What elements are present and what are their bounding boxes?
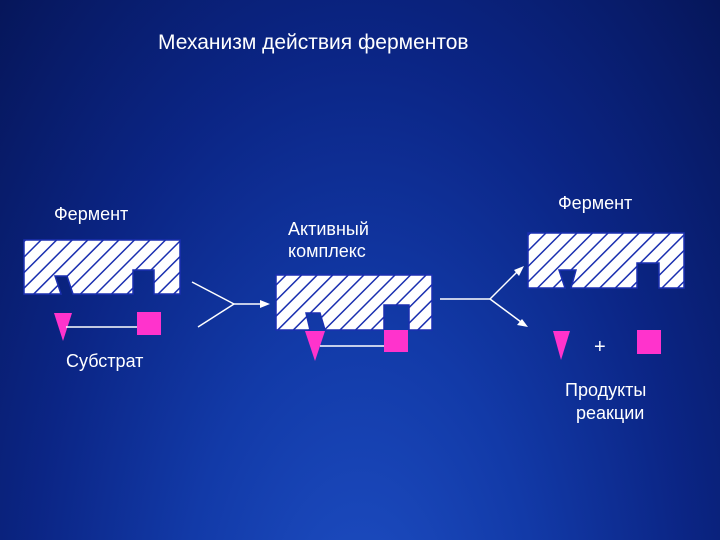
reaction-products [553, 330, 661, 360]
arrow-convergence [191, 281, 270, 328]
product-triangle [553, 331, 570, 360]
enzyme-right [527, 232, 685, 289]
substrate-left [54, 312, 161, 341]
complex-label-line2: комплекс [288, 241, 366, 261]
enzyme-label-right: Фермент [558, 193, 633, 213]
enzyme-label-left: Фермент [54, 204, 129, 224]
substrate-label: Субстрат [66, 351, 144, 371]
page-title: Механизм действия ферментов [158, 31, 469, 54]
substrate-triangle-left [54, 313, 72, 341]
complex-substrate-triangle [305, 331, 325, 361]
substrate-square-left [137, 312, 161, 335]
products-label-line1: Продукты [565, 380, 647, 400]
products-label-line2: реакции [576, 403, 645, 423]
complex-label-line1: Активный [288, 219, 369, 239]
active-complex [275, 274, 433, 361]
arrow-divergence [440, 266, 528, 327]
product-square [637, 330, 661, 354]
complex-substrate-square [384, 330, 408, 352]
enzyme-left [23, 239, 181, 295]
plus-sign: + [594, 336, 606, 358]
